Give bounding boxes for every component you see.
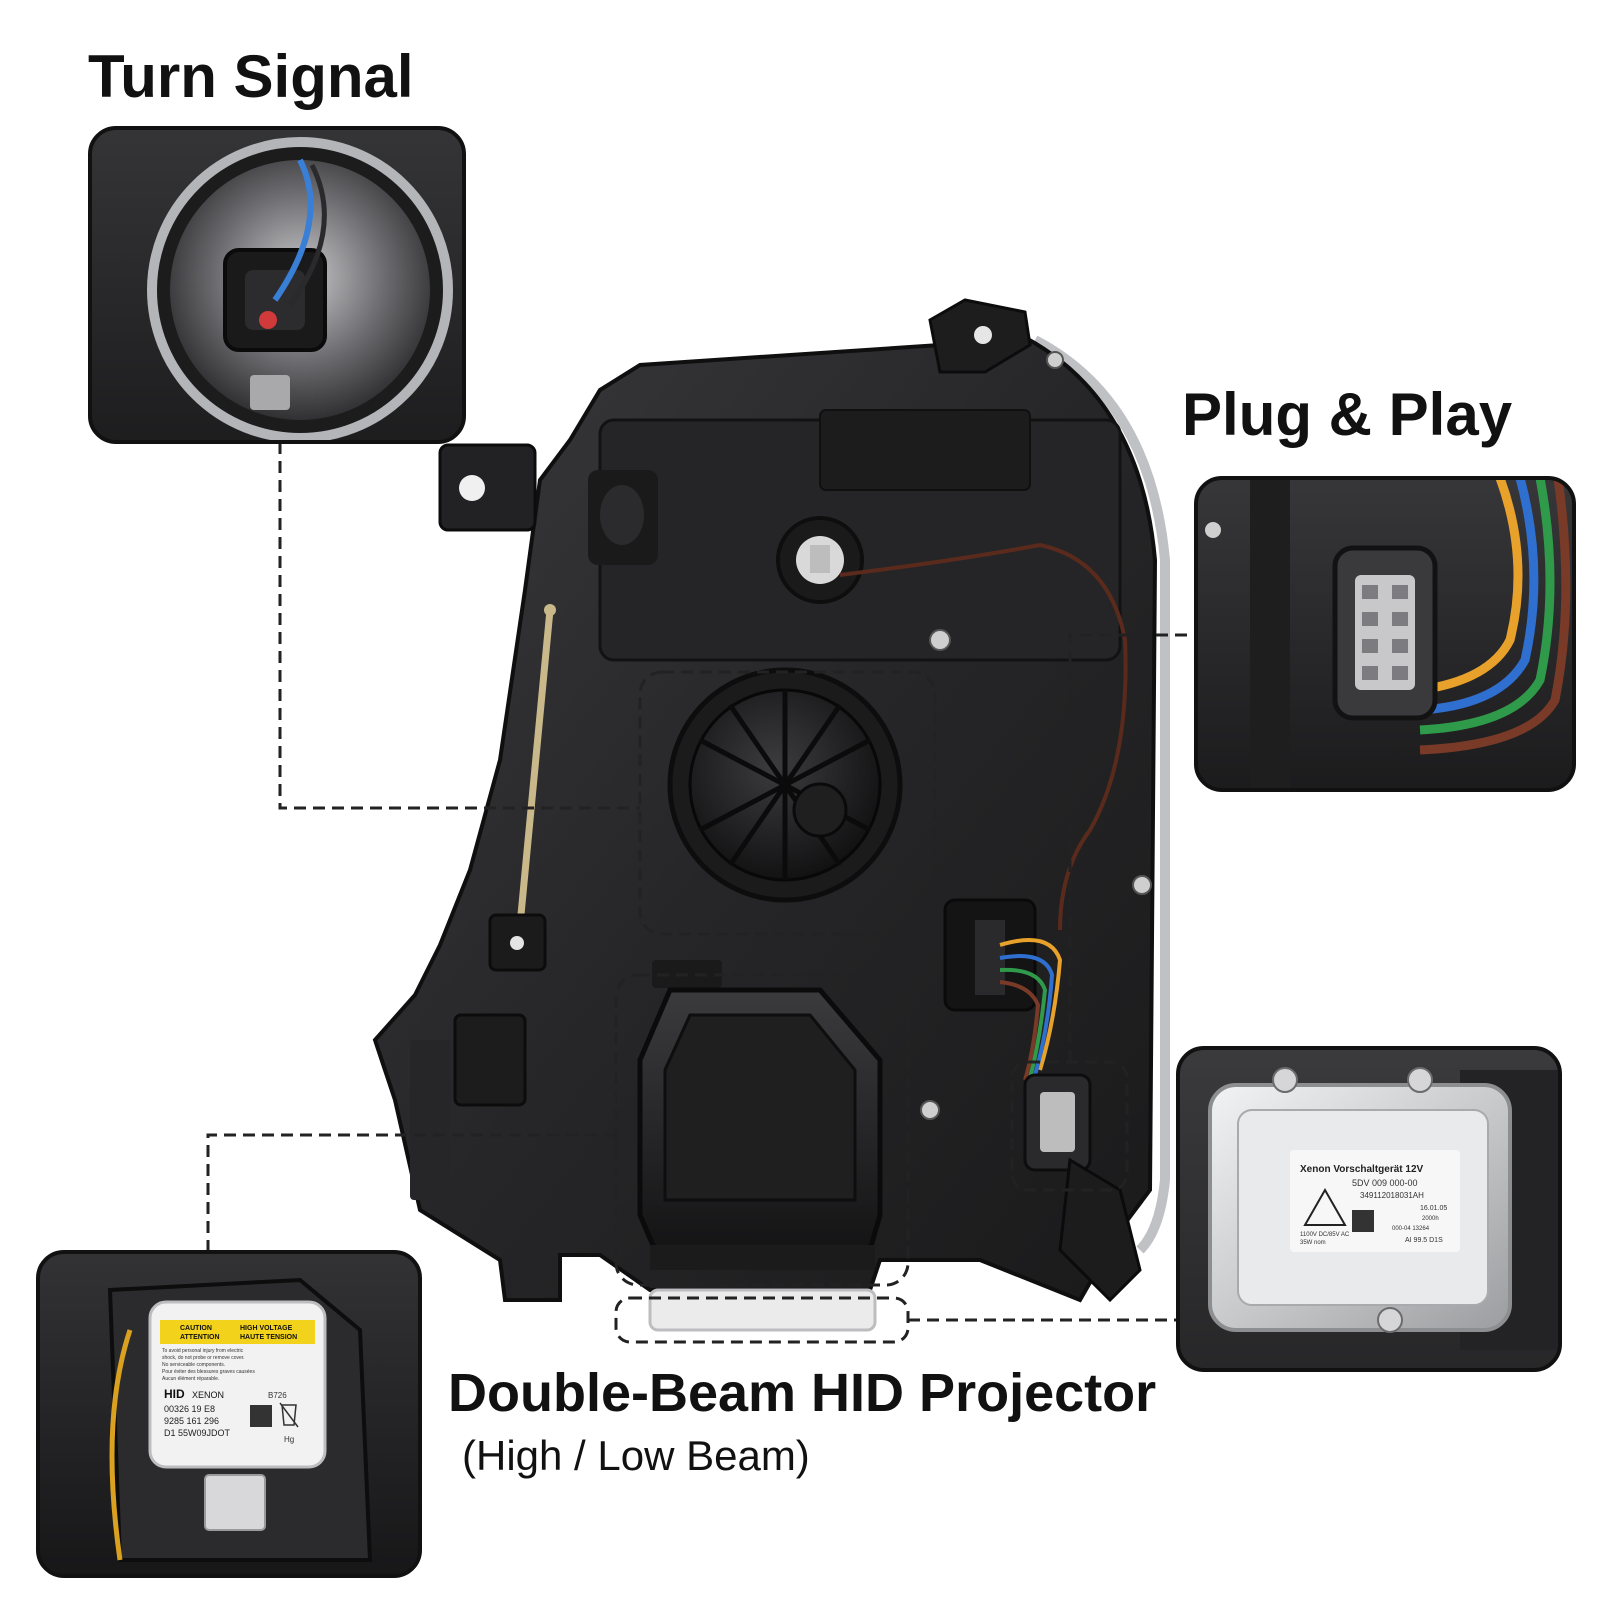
screw [1046,351,1064,369]
turn-signal-inset [88,126,466,444]
projector-title: Double-Beam HID Projector [448,1363,1157,1423]
ballast-spec-2: 35W nom [1300,1240,1326,1246]
caution-text: CAUTION [180,1325,212,1332]
projector-subtitle: (High / Low Beam) [462,1432,810,1479]
bulb-warning-4: Pour éviter des blessures graves causées [162,1369,255,1375]
ballast-spec-1: 1100V DC/85V AC [1300,1232,1350,1238]
bulb-line-1: 00326 19 E8 [164,1404,215,1414]
left-mount-tab [438,443,537,532]
high-voltage-text: HIGH VOLTAGE [240,1325,293,1332]
recycle-bin-icon [281,1404,297,1426]
bulb-warning-1: To avoid personal injury from electric [162,1348,244,1354]
bulb-code-b: B726 [268,1391,287,1400]
plug-play-leader [1068,633,1196,1062]
connector-terminals [1355,575,1415,690]
ballast-ai: AI 99.5 D1S [1405,1237,1443,1244]
turn-signal-title: Turn Signal [88,43,414,110]
screw [929,629,951,651]
ballast-serial: 349112018031AH [1360,1191,1424,1200]
bulb-line-3: D1 55W09JDOT [164,1428,231,1438]
left-mount-hole [459,475,485,501]
screw [1132,875,1152,895]
leader-lines [206,442,1196,1322]
turn-signal-highlight [638,670,937,936]
adjuster-rod [516,609,554,926]
lower-wires [999,938,1063,1081]
bulb-connector [204,1474,266,1531]
ballast-bolt [1377,1307,1403,1333]
bulb-xenon: XENON [192,1390,224,1400]
wire-harness [839,542,1128,931]
ballast-part: 5DV 009 000-00 [1352,1178,1418,1188]
high-voltage-warning-icon [1303,1187,1347,1226]
ballast-bolt [1272,1067,1298,1093]
lower-mount-bracket [1058,1157,1142,1303]
ballast-code-r2: 000-04 13264 [1392,1226,1430,1232]
plug-play-title: Plug & Play [1182,381,1513,448]
attention-text: ATTENTION [180,1334,220,1341]
harness-wires [1419,478,1571,755]
bulb-leader [206,1133,616,1252]
top-mount-hole [974,326,992,344]
ballast-code-r1: 2000h [1422,1216,1439,1222]
bulb-warning-2: shock, do not probe or remove cover. [162,1355,245,1361]
hid-bulb-inset: CAUTION ATTENTION HIGH VOLTAGE HAUTE TEN… [36,1250,422,1578]
bulb-warning-3: No serviceable components. [162,1362,225,1368]
ballast-under-housing [648,1288,877,1332]
plug-play-inset [1194,476,1576,792]
projector-highlight [614,973,910,1287]
ballast-label-sticker [1290,1150,1460,1252]
haute-tension-text: HAUTE TENSION [240,1334,297,1341]
screw [920,1100,940,1120]
inset-frame [36,1250,422,1578]
bulb-hid: HID [164,1387,185,1401]
bulb-line-2: 9285 161 296 [164,1416,219,1426]
bulb-warning-5: Aucun élément réparable. [162,1376,219,1382]
inset-frame [1176,1046,1562,1372]
socket-red-dot [259,311,277,329]
turn-signal-leader [278,442,640,810]
inset-frame [88,126,466,444]
blue-wire [272,158,314,302]
headlight-housing [372,298,1170,1332]
ballast-inset: Xenon Vorschaltgerät 12V 5DV 009 000-00 … [1176,1046,1562,1372]
bulb-hg: Hg [284,1435,294,1444]
ballast-title: Xenon Vorschaltgerät 12V [1300,1164,1424,1175]
chrome-trim [1032,335,1170,1254]
ballast-date: 16.01.05 [1420,1205,1447,1212]
yellow-wire [109,1329,133,1561]
qr-code-icon [1352,1210,1374,1232]
caution-sticker [160,1320,315,1344]
inset-frame [1194,476,1576,792]
qr-code-icon [250,1405,272,1427]
ballast-bolt [1407,1067,1433,1093]
